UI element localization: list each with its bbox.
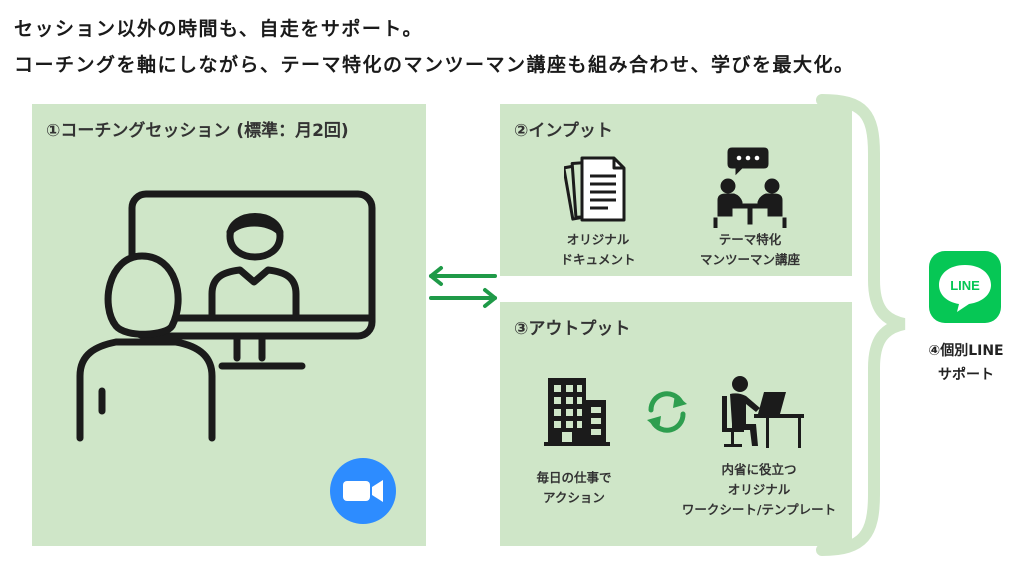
line-logo-text: LINE xyxy=(950,278,980,293)
line-support-label: ④個別LINE サポート xyxy=(916,340,1016,384)
documents-icon xyxy=(564,156,626,222)
meeting-chat-icon xyxy=(713,147,787,228)
input-panel: ②インプット xyxy=(500,104,852,276)
zoom-camera-icon xyxy=(330,458,396,524)
output-item-worksheet: 内省に役立つ オリジナル ワークシート/テンプレート xyxy=(670,460,848,520)
output-item-daily-action: 毎日の仕事で アクション xyxy=(514,468,634,508)
headline-line-2: コーチングを軸にしながら、テーマ特化のマンツーマン講座も組み合わせ、学びを最大化… xyxy=(14,54,855,76)
input-item-theme-lecture: テーマ特化 マンツーマン講座 xyxy=(680,230,820,270)
line-support-label-line-1: ④個別LINE xyxy=(928,343,1004,359)
line-app-icon: LINE xyxy=(929,251,1001,323)
coaching-panel: ①コーチングセッション (標準：月2回) xyxy=(32,104,426,546)
output-item-2-line-2: オリジナル xyxy=(727,482,791,497)
input-item-1-line-2: ドキュメント xyxy=(560,252,636,267)
line-support-label-line-2: サポート xyxy=(938,367,994,383)
input-item-original-document: オリジナル ドキュメント xyxy=(548,230,648,270)
headline-line-1: セッション以外の時間も、自走をサポート。 xyxy=(14,18,424,40)
output-panel-title: ③アウトプット xyxy=(514,319,631,339)
output-item-1-line-2: アクション xyxy=(543,490,605,505)
building-icon xyxy=(544,378,610,446)
video-call-icon xyxy=(76,190,376,442)
coaching-panel-title: ①コーチングセッション (標準：月2回) xyxy=(46,121,349,141)
output-item-1-line-1: 毎日の仕事で xyxy=(536,470,612,485)
output-item-2-line-1: 内省に役立つ xyxy=(721,462,797,477)
input-item-2-line-2: マンツーマン講座 xyxy=(699,252,800,267)
output-item-2-line-3: ワークシート/テンプレート xyxy=(681,502,837,517)
desk-worker-icon xyxy=(722,376,804,448)
curly-brace-icon xyxy=(816,94,906,556)
output-panel: ③アウトプット xyxy=(500,302,852,546)
input-panel-title: ②インプット xyxy=(514,121,613,141)
refresh-cycle-icon xyxy=(647,391,687,433)
input-item-1-line-1: オリジナル xyxy=(566,232,630,247)
input-item-2-line-1: テーマ特化 xyxy=(718,232,782,247)
bidirectional-arrows-icon xyxy=(429,266,497,308)
